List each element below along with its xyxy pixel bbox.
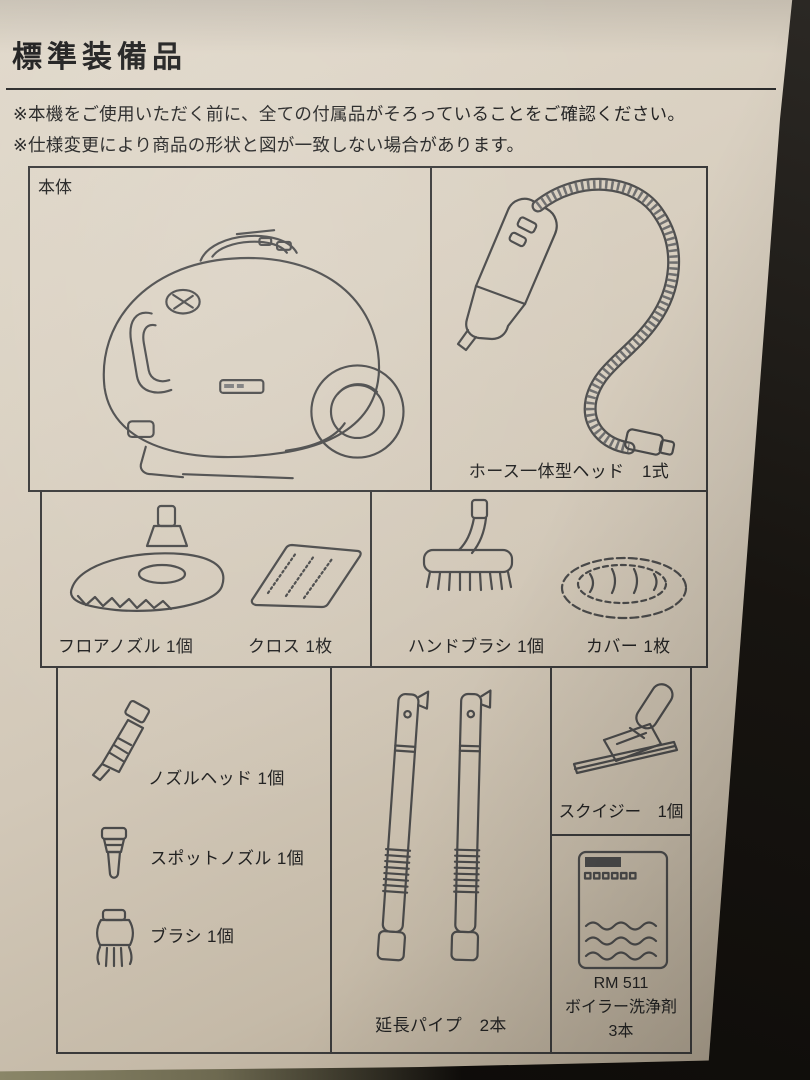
box-hand-brush: ハンドブラシ 1個 カバー 1枚 (370, 490, 708, 668)
round-brush-caption: ブラシ 1個 (150, 927, 235, 946)
squeegee-illustration (572, 683, 679, 775)
box-small-nozzles: ノズルヘッド 1個 スポットノズル 1個 ブラシ 1個 (56, 666, 332, 1054)
nozzle-head-caption: ノズルヘッド 1個 (148, 769, 285, 788)
nozzle-head-illustration (91, 700, 151, 782)
box-squeegee: スクイジー 1個 (550, 666, 692, 836)
page-title: 標準装備品 (12, 41, 187, 74)
squeegee-caption: スクイジー 1個 (558, 803, 684, 821)
extension-pipe-caption: 延長パイプ 2本 (375, 1016, 507, 1035)
round-brush-illustration (96, 908, 134, 968)
note-line-1: ※本機をご使用いただく前に、全ての付属品がそろっていることをご確認ください。 (13, 104, 686, 124)
rm511-bottle-illustration (577, 850, 669, 970)
usage-notes: ※本機をご使用いただく前に、全ての付属品がそろっていることをご確認ください。 ※… (13, 99, 685, 161)
hand-brush-caption: ハンドブラシ 1個 (408, 637, 545, 656)
cleaning-agent-line-1: RM 511 (593, 975, 649, 992)
title-rule (6, 88, 776, 90)
note-line-2: ※仕様変更により商品の形状と図が一致しない場合があります。 (13, 135, 525, 155)
box-cleaning-agent: RM 511 ボイラー洗浄剤 3本 (550, 834, 692, 1054)
spot-nozzle-illustration (100, 826, 128, 879)
cloth-caption: クロス 1枚 (248, 637, 333, 656)
floor-nozzle-cloth-illustration (69, 504, 362, 612)
spot-nozzle-caption: スポットノズル 1個 (150, 849, 305, 868)
main-unit-label: 本体 (38, 178, 72, 197)
box-hose-head: ホース一体型ヘッド 1式 (430, 166, 708, 492)
steam-cleaner-illustration (102, 229, 405, 480)
box-extension-pipes: 延長パイプ 2本 (330, 666, 552, 1054)
box-main-unit: 本体 (28, 166, 432, 492)
cleaning-agent-line-2: ボイラー洗浄剤 (564, 999, 677, 1016)
hose-head-caption: ホース一体型ヘッド 1式 (468, 462, 670, 481)
hose-gun-illustration (456, 177, 681, 456)
cleaning-agent-caption: RM 511 ボイラー洗浄剤 3本 (552, 972, 690, 1044)
cleaning-agent-line-3: 3本 (608, 1023, 634, 1040)
box-floor-nozzle: フロアノズル 1個 クロス 1枚 (40, 490, 372, 668)
hand-brush-cover-illustration (422, 498, 688, 620)
extension-pipes-illustration (376, 689, 492, 962)
floor-nozzle-caption: フロアノズル 1個 (58, 637, 194, 656)
cover-caption: カバー 1枚 (586, 637, 671, 656)
